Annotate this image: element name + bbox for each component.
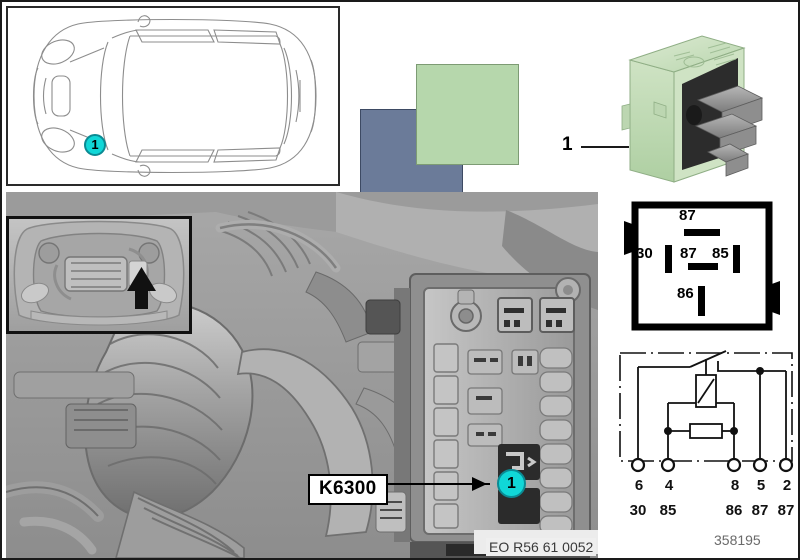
connector-number-8: 8 [730,477,740,494]
label-arrowhead [472,477,487,491]
terminal-number-30: 30 [629,502,647,519]
pin-label-87-center: 87 [680,245,697,262]
relay-photo: 1 [562,22,798,192]
connector-number-2: 2 [782,477,792,494]
terminal-number-87-a: 87 [751,502,769,519]
engine-compartment-inset [6,216,192,334]
label-leader-line [386,483,490,485]
vehicle-location-badge: 1 [84,134,106,156]
connector-number-4: 4 [664,477,674,494]
pin-label-85: 85 [712,245,729,262]
connector-number-6: 6 [634,477,644,494]
relay-leader-line [581,146,629,148]
relay-callout-label: 1 [562,134,573,155]
car-top-view-diagram [32,15,317,177]
engine-bay-photo [6,192,598,558]
inset-illustration [9,219,189,331]
relay-circuit-schematic: 6 4 8 5 2 30 85 86 87 87 [614,347,798,519]
terminal-number-86: 86 [725,502,743,519]
pin-label-30: 30 [636,245,653,262]
color-swatch-green [416,64,519,165]
pin-label-86: 86 [677,285,694,302]
pin-label-87-top: 87 [679,207,696,224]
component-label-k6300: K6300 [308,474,388,505]
engine-bay-illustration [6,192,598,558]
connector-number-5: 5 [756,477,766,494]
schematic-svg [619,350,794,473]
reference-number-text: 358195 [714,532,761,548]
terminal-number-85: 85 [659,502,677,519]
relay-pin-layout-diagram: 87 30 87 85 86 [622,201,782,331]
vehicle-outline-panel: 1 [6,6,340,186]
relay-illustration [621,35,764,183]
terminal-number-87-b: 87 [777,502,795,519]
eo-code-text: EO R56 61 0052 [486,538,597,556]
photo-location-badge: 1 [497,469,526,498]
pin-layout-svg [624,201,780,331]
